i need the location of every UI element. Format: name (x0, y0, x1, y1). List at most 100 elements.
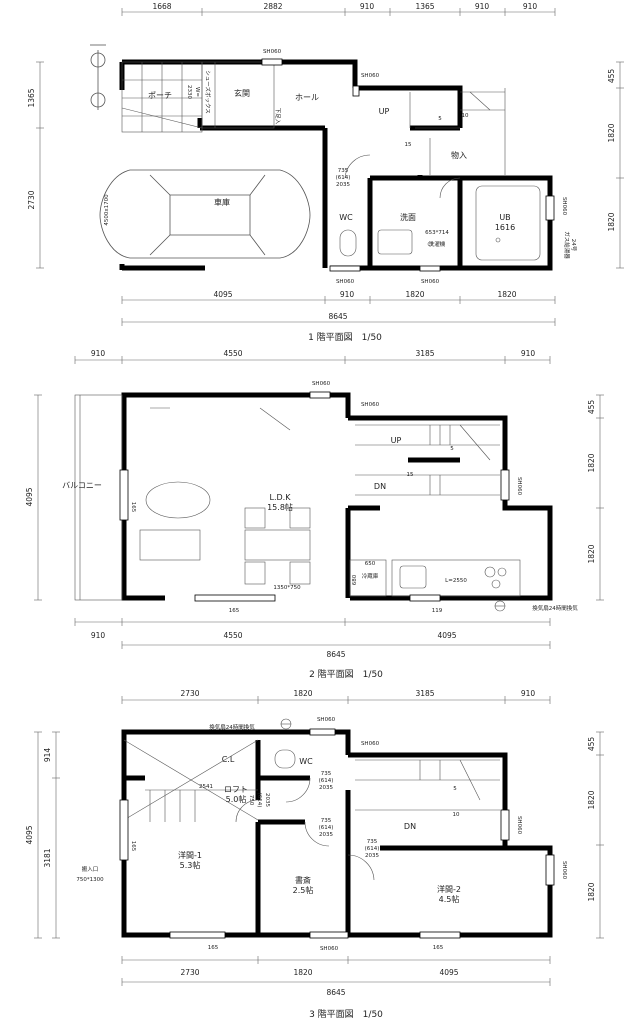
bicycle-icon (90, 44, 106, 110)
f1-top-dim: 2882 (263, 2, 282, 11)
f1-storage-label: 物入 (451, 150, 467, 160)
f3-dn-label: DN (404, 822, 416, 831)
f2-top-dim: 910 (521, 349, 536, 358)
f2-table-size: 1350*750 (273, 585, 301, 591)
f2-fridge-label: 冷蔵庫 (362, 572, 379, 580)
floor2-windows (119, 391, 510, 602)
floor2-plan (34, 356, 604, 649)
f3-window-label: SH060 (317, 717, 336, 723)
f1-right-dim: 1820 (607, 212, 616, 231)
floor3-fixtures (123, 718, 500, 881)
f1-top-dim: 1668 (152, 2, 171, 11)
f1-stair-5: 5 (438, 116, 442, 122)
f3-left-dim: 4095 (25, 825, 34, 844)
f3-window-label: SH060 (561, 861, 567, 880)
f1-left-dim: 1365 (27, 88, 36, 107)
f3-entry-size: 750*1300 (76, 877, 104, 883)
f2-window-width: 165 (229, 608, 240, 614)
f3-stair-5: 5 (453, 786, 457, 792)
f2-fridge-w: 650 (365, 561, 376, 567)
f1-bottom-dim: 4095 (213, 290, 232, 299)
f3-loft-ladder-h: 2035 (264, 793, 270, 807)
floor2-labels: 910 4550 3185 910 4095 455 1820 1820 910… (25, 349, 596, 680)
f1-door-w: 735 (338, 168, 349, 174)
f2-fridge-d: 680 (352, 574, 358, 585)
f1-porch-label: ポーチ (148, 91, 172, 100)
f3-loft-dim: 2541 (199, 784, 213, 790)
f1-title: 1 階平面図 1/50 (308, 332, 382, 343)
f3-study-label: 書斎 (295, 875, 311, 885)
f2-bottom-dim: 4095 (437, 631, 456, 640)
f3-door-inner: (614) (319, 825, 334, 831)
f1-stair-10: 10 (462, 113, 469, 119)
f3-bottom-dim: 4095 (439, 968, 458, 977)
f1-window-label: SH060 (336, 279, 355, 285)
f1-door-h: 2035 (336, 182, 350, 188)
floor2-dimension-lines (34, 356, 604, 649)
f3-door-inner: (614) (319, 778, 334, 784)
f3-study-size: 2.5帖 (293, 885, 314, 895)
f2-dn-label: DN (374, 482, 386, 491)
floor1-fixtures (121, 61, 541, 261)
f3-room2-size: 4.5帖 (439, 894, 460, 904)
f1-shoebox-w: W= (194, 87, 200, 97)
f1-top-dim: 910 (475, 2, 490, 11)
f2-bottom-dim: 4550 (223, 631, 242, 640)
f3-door-w: 735 (321, 771, 332, 777)
f3-vent-label: 換気扇24時間換気 (209, 723, 255, 731)
f2-right-dim: 455 (587, 400, 596, 415)
f3-bottom-dim: 1820 (293, 968, 312, 977)
floor3-plan (34, 696, 604, 986)
f3-left-dim: 914 (43, 748, 52, 763)
f2-title: 2 階平面図 1/50 (309, 669, 383, 680)
floor3-walls (121, 729, 553, 938)
f1-window-label: SH060 (263, 49, 282, 55)
f3-left-dim: 3181 (43, 848, 52, 867)
f3-total-dim: 8645 (326, 988, 345, 997)
f1-bottom-dim: 910 (340, 290, 355, 299)
f2-total-dim: 8645 (326, 650, 345, 659)
f3-cl-label: C.L (222, 755, 235, 764)
f3-door-w: 735 (367, 839, 378, 845)
f1-heater-size: 24号 (570, 239, 577, 252)
f2-window-label: SH060 (312, 381, 331, 387)
f2-ldk-size: 15.8帖 (267, 502, 293, 512)
f1-window-label: SH060 (421, 279, 440, 285)
f3-top-dim: 910 (521, 689, 536, 698)
f3-door-h: 2035 (319, 785, 333, 791)
f3-top-dim: 3185 (415, 689, 434, 698)
f1-right-dim: 1820 (607, 123, 616, 142)
f2-right-dim: 1820 (587, 453, 596, 472)
floor1-windows (261, 58, 555, 272)
f3-door-inner: (614) (365, 846, 380, 852)
f2-vent-label: 換気扇24時間換気 (532, 604, 578, 612)
f3-bottom-dim: 2730 (180, 968, 199, 977)
floor2-fixtures (74, 394, 521, 612)
f3-top-dim: 2730 (180, 689, 199, 698)
f1-top-dim: 910 (523, 2, 538, 11)
f1-wash-label: 洗面 (400, 212, 416, 222)
f3-stair-10: 10 (453, 812, 460, 818)
f2-balcony-label: バルコニー (62, 481, 102, 490)
f2-window-width: 165 (130, 502, 136, 513)
f3-wc-label: WC (299, 757, 313, 766)
f3-door-h: 2035 (319, 832, 333, 838)
f3-window-label: SH060 (320, 946, 339, 952)
f1-right-dim: 455 (607, 69, 616, 84)
f1-garage-label: 車庫 (214, 197, 230, 207)
f2-window-label: SH060 (361, 402, 380, 408)
f1-up-label: UP (379, 107, 390, 116)
f3-right-dim: 455 (587, 737, 596, 752)
f3-window-label: SH060 (516, 816, 522, 835)
f2-kitchen-length: L=2550 (445, 578, 467, 584)
f3-right-dim: 1820 (587, 790, 596, 809)
f3-room2-label: 洋間-2 (437, 884, 461, 894)
f2-stair-15: 15 (407, 472, 414, 478)
f1-total-dim: 8645 (328, 312, 347, 321)
f2-left-dim: 4095 (25, 487, 34, 506)
f3-door-h: 2035 (365, 853, 379, 859)
f1-closet-label: 下足入 (274, 108, 281, 125)
f3-window-width: 165 (208, 945, 219, 951)
f1-wm-size: 653*714 (425, 230, 449, 236)
f1-shoebox-d: 2330 (186, 85, 192, 99)
